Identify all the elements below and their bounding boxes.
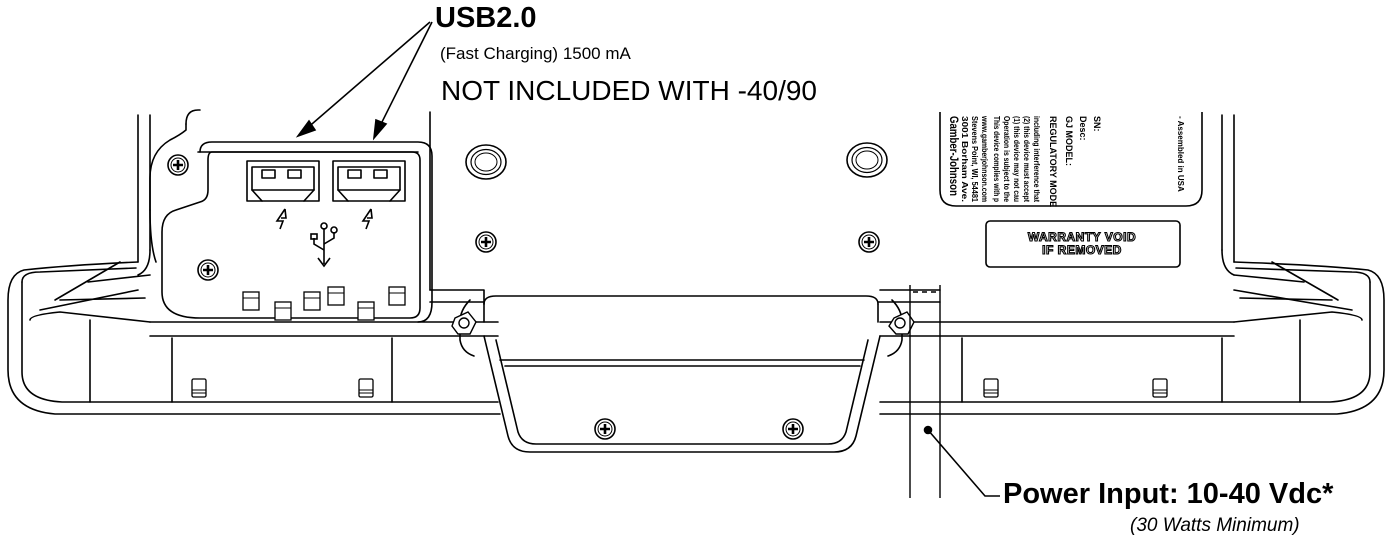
screw-head-icon [197, 259, 219, 281]
power-callout-title: Power Input: 10-40 Vdc* [1003, 478, 1334, 510]
label-line: 3001 Borham Ave. [960, 116, 969, 202]
tablet-back-panel [137, 114, 1235, 276]
label-line: (1) this device may not cau [1012, 116, 1021, 202]
power-cable [909, 285, 941, 498]
usb-port-left [246, 160, 320, 202]
label-line: (2) this device must accept [1022, 116, 1031, 202]
screw-head-icon [167, 154, 189, 176]
usb-port-right [332, 160, 406, 202]
right-dock-wing [879, 261, 1385, 415]
label-line: SN: [1092, 116, 1102, 132]
usb-symbol-icon [310, 222, 338, 268]
warranty-line-2: IF REMOVED [1042, 243, 1122, 257]
lightning-bolt-icon [362, 208, 373, 230]
usb-callout-note: NOT INCLUDED WITH -40/90 [441, 75, 817, 106]
mounting-boss [846, 142, 888, 178]
label-line: www.gamberjohnson.com [980, 115, 989, 202]
label-line: Desc: [1078, 116, 1088, 141]
center-power-bracket [459, 295, 903, 453]
lightning-bolt-icon [276, 208, 287, 230]
usb-callout-title: USB2.0 [435, 2, 537, 34]
label-line: including interference that [1032, 116, 1041, 202]
screw-head-icon [782, 418, 804, 440]
power-callout-subtitle: (30 Watts Minimum) [1130, 515, 1300, 536]
label-line: Stevens Point, WI, 54481 [970, 116, 979, 203]
dock-latch-clips [191, 378, 1168, 398]
label-line: - Assembled in USA [1176, 116, 1185, 192]
mounting-boss [465, 144, 507, 180]
label-line: Operation is subject to the [1002, 116, 1011, 202]
screw-head-icon [475, 231, 497, 253]
screw-head-icon [858, 231, 880, 253]
bay-vent-slots [242, 286, 406, 321]
screw-head-icon [594, 418, 616, 440]
left-dock-wing [7, 261, 501, 415]
usb-callout-subtitle: (Fast Charging) 1500 mA [440, 44, 631, 63]
warranty-line-1: WARRANTY VOID [1028, 230, 1136, 244]
label-line: This device complies with p [992, 116, 1001, 202]
usb-port-bay [149, 109, 433, 323]
label-brand: Gamber-Johnson [947, 116, 961, 196]
side-screw [451, 311, 915, 335]
usb-callout-leaders [295, 21, 433, 141]
label-line: REGULATORY MODE [1048, 116, 1058, 207]
power-callout-leader [923, 425, 1000, 497]
label-line: GJ MODEL: [1064, 116, 1074, 166]
warranty-sticker: WARRANTY VOID IF REMOVED [985, 220, 1181, 268]
